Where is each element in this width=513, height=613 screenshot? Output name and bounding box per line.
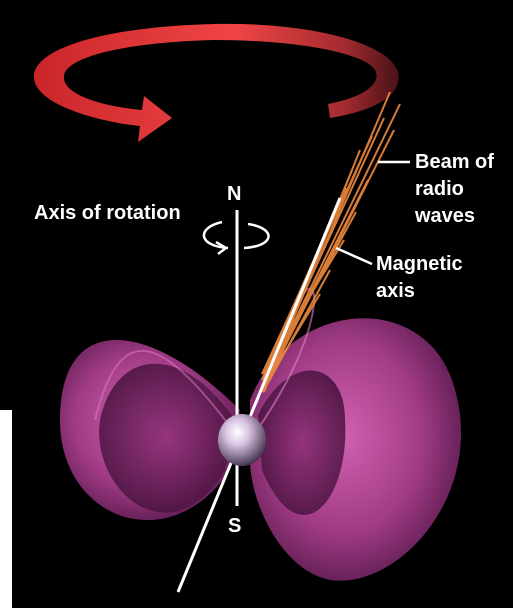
axis-of-rotation-label: Axis of rotation (34, 202, 181, 224)
magnetic-label-line1: Magnetic (376, 253, 463, 275)
beam-label-line2: radio (415, 178, 464, 200)
south-pole-label: S (228, 515, 241, 537)
beam-label-line3: waves (414, 205, 475, 227)
neutron-star (218, 414, 266, 466)
beam-label-line1: Beam of (415, 151, 494, 173)
magnetic-label-line2: axis (376, 280, 415, 302)
north-pole-label: N (227, 183, 241, 205)
